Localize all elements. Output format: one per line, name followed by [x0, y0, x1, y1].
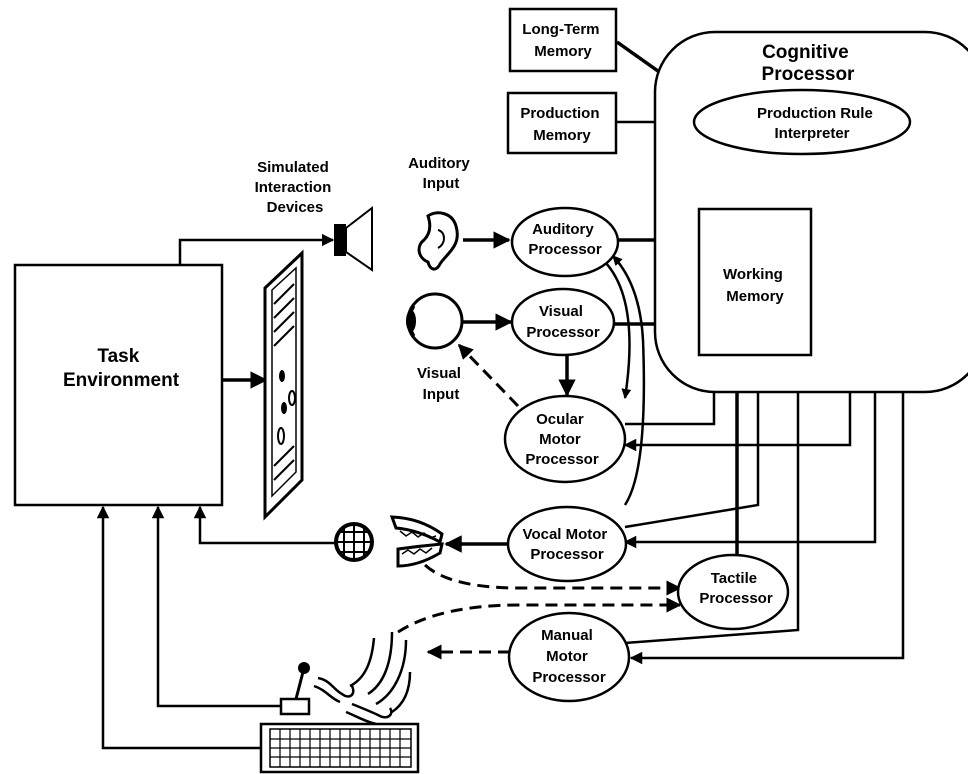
pm-label-line2: Memory	[533, 127, 591, 144]
production-memory-box	[506, 91, 618, 155]
ltm-label-line2: Memory	[534, 43, 592, 60]
hands-to-tactile-dashed-arrow	[397, 597, 682, 634]
vp-label-line2: Processor	[526, 324, 600, 341]
mic-to-task-arrow	[193, 505, 336, 545]
sid-label-line1: Simulated	[257, 159, 329, 176]
production-memory-label: Production Memory	[520, 105, 603, 144]
cognitive-processor-title-line1: Cognitive	[762, 42, 849, 63]
vmp-label-line1: Vocal Motor	[523, 526, 608, 543]
omp-label-line2: Motor	[539, 431, 581, 448]
microphone-icon	[334, 522, 374, 562]
visual-processor	[510, 287, 616, 357]
joystick-icon	[279, 662, 311, 716]
vi-label-line2: Input	[423, 386, 460, 403]
visual-input-label: Visual Input	[417, 365, 465, 403]
mmp-label-line1: Manual	[541, 627, 593, 644]
wm-label-line1: Working	[723, 266, 783, 283]
mouth-icon	[389, 515, 444, 568]
mmp-label-line3: Processor	[532, 669, 606, 686]
display-screen-icon	[263, 249, 304, 521]
ai-label-line2: Input	[423, 175, 460, 192]
vocal-motor-processor-label: Vocal Motor Processor	[523, 526, 612, 563]
speaker-icon	[334, 205, 373, 272]
te-label-line1: Task	[97, 346, 139, 367]
vp-label-line1: Visual	[539, 303, 583, 320]
tp-label-line2: Processor	[699, 590, 773, 607]
task-environment-box	[13, 263, 224, 507]
wm-label-line2: Memory	[726, 288, 784, 305]
ap-label-line2: Processor	[528, 241, 602, 258]
joystick-to-task-arrow	[151, 505, 280, 708]
cognitive-processor-title-line2: Processor	[762, 64, 856, 85]
keyboard-icon	[259, 722, 420, 774]
vocal-to-auditory-arrow	[612, 255, 646, 506]
production-rule-interpreter	[692, 88, 912, 156]
omp-label-line1: Ocular	[536, 411, 584, 428]
auditory-processor-label: Auditory Processor	[528, 221, 602, 258]
simulated-interaction-devices-label: Simulated Interaction Devices	[255, 159, 336, 216]
vocal-motor-processor	[506, 505, 628, 583]
hands-icon	[313, 631, 412, 726]
pri-label-line2: Interpreter	[774, 125, 849, 142]
production-rule-interpreter-label: Production Rule Interpreter	[757, 105, 877, 142]
sid-label-line3: Devices	[267, 199, 324, 216]
working-memory-box	[697, 207, 813, 357]
tp-label-line1: Tactile	[711, 570, 757, 587]
auditory-processor	[510, 206, 620, 278]
keyboard-to-task-arrow	[96, 505, 260, 750]
long-term-memory-label: Long-Term Memory	[522, 21, 603, 60]
pri-label-line1: Production Rule	[757, 105, 873, 122]
task-to-speaker-arrow	[178, 233, 335, 265]
pm-label-line1: Production	[520, 105, 599, 122]
te-label-line2: Environment	[63, 370, 180, 391]
vocal-to-wm-arrow	[624, 355, 765, 529]
ai-label-line1: Auditory	[408, 155, 470, 172]
manual-motor-processor-label: Manual Motor Processor	[532, 627, 606, 686]
vmp-label-line2: Processor	[530, 546, 604, 563]
manual-to-wm-arrow	[624, 355, 805, 645]
visual-processor-label: Visual Processor	[526, 303, 600, 341]
omp-label-line3: Processor	[525, 451, 599, 468]
vi-label-line1: Visual	[417, 365, 461, 382]
ocular-motor-processor-label: Ocular Motor Processor	[525, 411, 599, 468]
ap-label-line1: Auditory	[532, 221, 594, 238]
long-term-memory-box	[508, 7, 618, 73]
sid-label-line2: Interaction	[255, 179, 332, 196]
auditory-to-ocular-arrow	[604, 261, 632, 399]
manual-motor-processor	[507, 611, 631, 703]
tactile-processor	[676, 553, 790, 631]
working-memory-label: Working Memory	[723, 266, 787, 305]
eye-icon	[406, 292, 464, 350]
tactile-processor-label: Tactile Processor	[699, 570, 773, 607]
mmp-label-line2: Motor	[546, 648, 588, 665]
cognitive-processor-title: Cognitive Processor	[762, 42, 856, 85]
ltm-label-line1: Long-Term	[522, 21, 599, 38]
ocular-to-eye-dashed-arrow	[457, 343, 520, 408]
auditory-input-label: Auditory Input	[408, 155, 474, 192]
task-environment-label: Task Environment	[63, 346, 180, 391]
mouth-to-tactile-dashed-arrow	[423, 563, 682, 596]
ocular-motor-processor	[503, 394, 627, 484]
ear-icon	[417, 211, 459, 271]
